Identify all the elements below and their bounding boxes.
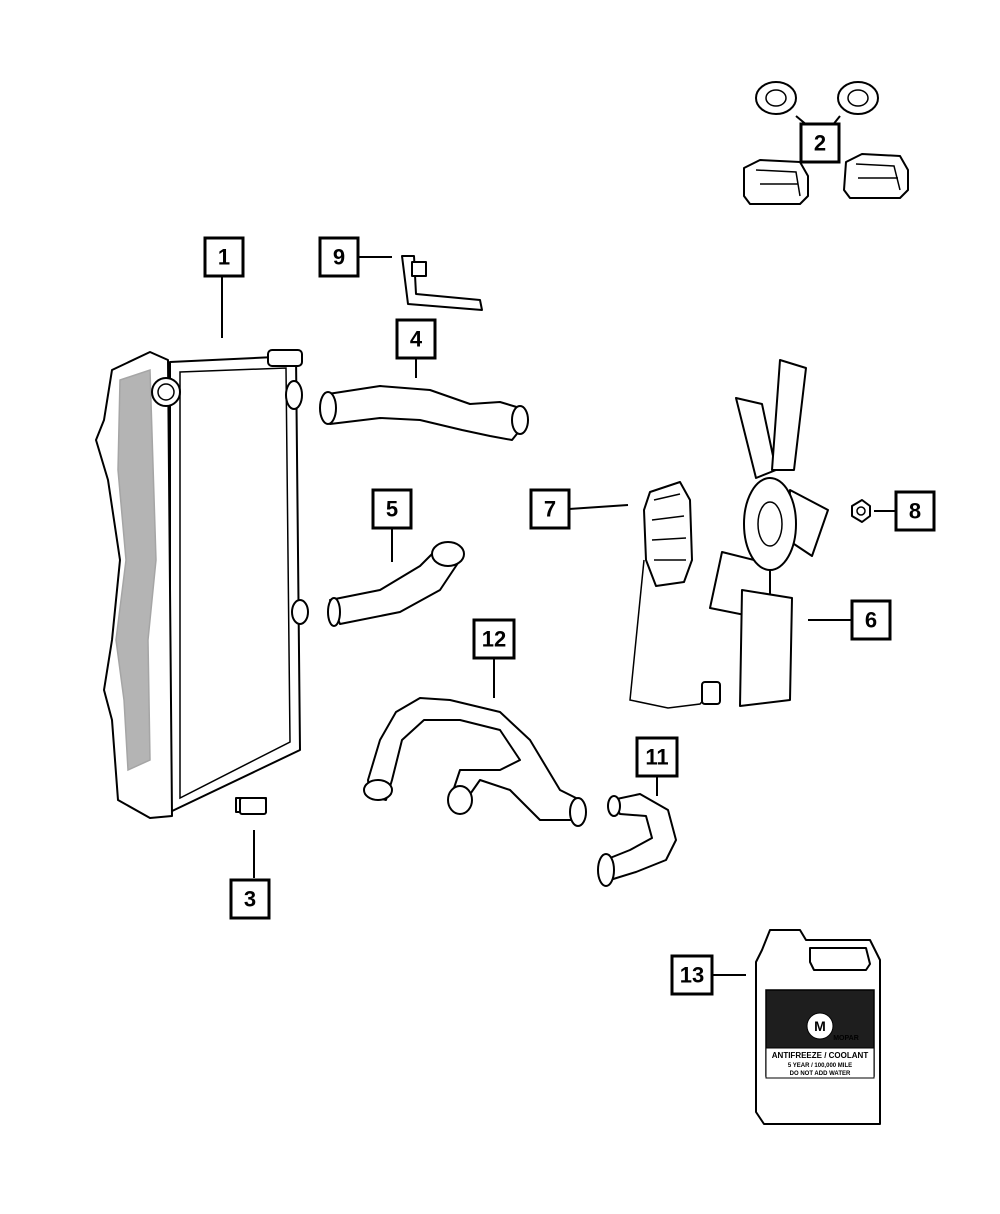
jug-line1: 5 YEAR / 100,000 MILE <box>788 1063 852 1069</box>
part-5-hose <box>327 541 465 627</box>
callout-13-label: 13 <box>680 963 704 988</box>
callout-9-label: 9 <box>333 245 345 270</box>
callout-2-label: 2 <box>814 131 826 156</box>
part-13-coolant-jug: M MOPAR ANTIFREEZE / COOLANT 5 YEAR / 10… <box>755 929 881 1125</box>
callout-7: 7 <box>529 488 629 530</box>
jug-brand: MOPAR <box>833 1035 859 1042</box>
callout-5-label: 5 <box>386 497 398 522</box>
callout-9: 9 <box>318 236 392 278</box>
callout-3-label: 3 <box>244 887 256 912</box>
part-12-lower-hose <box>363 697 587 827</box>
part-6-fan <box>709 359 829 707</box>
jug-line2: DO NOT ADD WATER <box>790 1071 851 1077</box>
callout-4-label: 4 <box>410 327 423 352</box>
callout-12: 12 <box>472 618 516 698</box>
callout-5: 5 <box>371 488 413 562</box>
part-3-sensor <box>239 797 267 815</box>
callout-8-label: 8 <box>909 499 921 524</box>
jug-mopar-m-icon: M <box>814 1018 826 1034</box>
part-2-radiator-mounts <box>743 81 909 205</box>
jug-product: ANTIFREEZE / COOLANT <box>772 1051 869 1060</box>
callout-7-label: 7 <box>544 497 556 522</box>
callout-6: 6 <box>808 599 892 641</box>
part-9-bracket <box>401 255 483 311</box>
part-1-radiator <box>95 349 309 819</box>
part-7-fan-clutch <box>629 481 721 709</box>
callout-4: 4 <box>395 318 437 378</box>
part-8-nut <box>851 499 871 523</box>
callout-2: 2 <box>799 122 841 164</box>
part-4-upper-hose <box>319 385 529 441</box>
callout-11-label: 11 <box>645 745 668 770</box>
part-11-hose <box>597 793 677 887</box>
callout-1-label: 1 <box>218 245 230 270</box>
callout-13: 13 <box>670 954 746 996</box>
callout-8: 8 <box>874 490 936 532</box>
callout-11: 11 <box>635 736 679 796</box>
callout-3: 3 <box>229 830 271 920</box>
callout-6-label: 6 <box>865 608 877 633</box>
callout-1: 1 <box>203 236 245 338</box>
callout-12-label: 12 <box>482 627 506 652</box>
